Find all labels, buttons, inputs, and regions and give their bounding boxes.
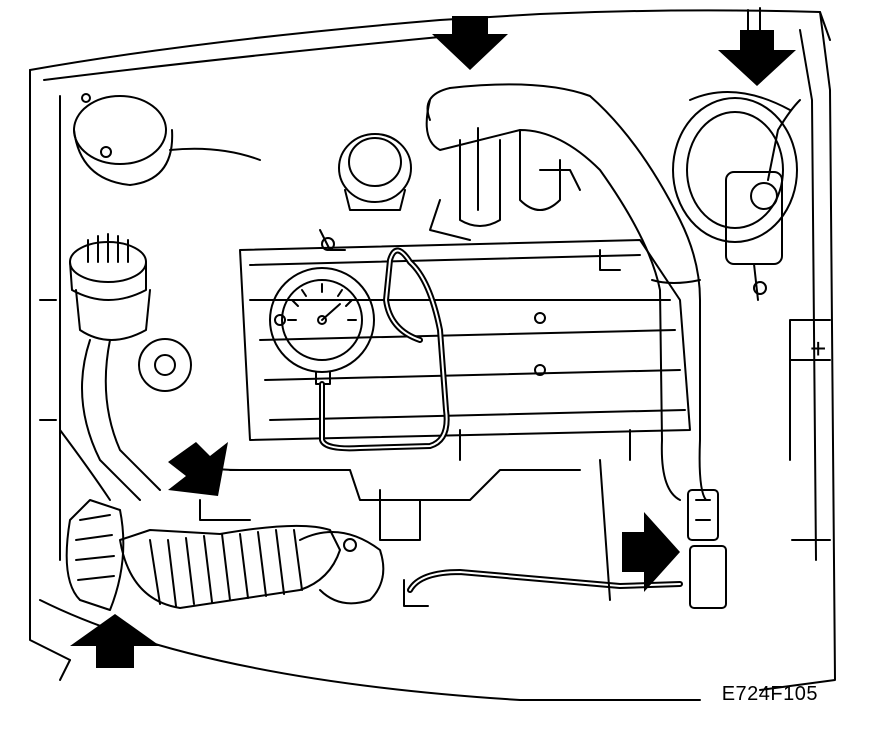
gauge-hose — [319, 247, 450, 452]
arrow-bottom-left — [70, 614, 160, 668]
body-outline — [29, 7, 836, 701]
arrow-top-right — [718, 30, 796, 86]
upper-intake-hose — [425, 83, 707, 501]
brake-fluid-reservoir — [725, 99, 801, 301]
engine-block-lower — [179, 429, 631, 601]
arrow-bottom-right — [622, 512, 680, 592]
brake-booster — [672, 91, 798, 243]
strut-tower-left — [73, 93, 261, 186]
expansion-tank-cap — [69, 233, 151, 341]
arrow-top-center — [432, 16, 508, 70]
pipe-cluster-top — [319, 127, 581, 251]
pressure-gauge — [269, 267, 375, 385]
intake-bellows — [119, 524, 385, 609]
figure-code: E724F105 — [721, 683, 818, 705]
lower-black-hose — [403, 569, 683, 607]
sensor-connector — [687, 489, 727, 609]
battery-plus-symbol: + — [810, 333, 826, 364]
cam-cover — [239, 239, 691, 441]
oil-filler-cap — [338, 133, 412, 211]
air-mass-meter — [65, 499, 125, 611]
markers — [70, 16, 796, 668]
battery — [789, 319, 831, 541]
left-hoses — [59, 338, 192, 501]
arrow-left-middle — [168, 442, 228, 496]
